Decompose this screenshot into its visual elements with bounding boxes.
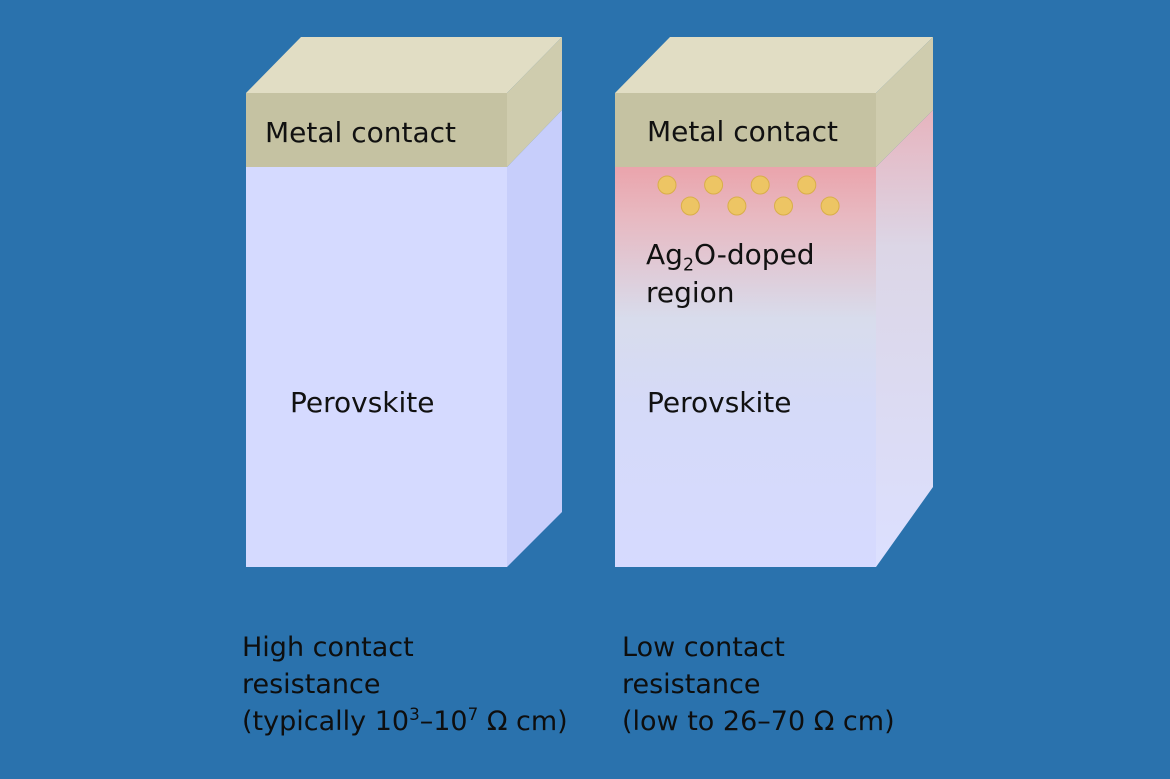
dopant-particle [680,196,700,216]
doped-label-o-doped: O-doped [693,238,815,271]
left-caption: High contact resistance (typically 103–1… [242,629,568,740]
doped-label-ag: Ag [646,238,683,271]
right-perovskite-label: Perovskite [647,386,792,419]
right-contact-top [615,37,933,93]
right-caption-line3: (low to 26–70 Ω cm) [622,706,895,737]
left-contact-label: Metal contact [265,116,456,149]
doped-label-subscript: 2 [682,255,694,276]
dopant-particle [750,175,770,195]
right-contact-front [615,93,876,167]
dopant-particle [820,196,840,216]
left-contact-front [246,93,507,167]
left-contact-top [246,37,562,93]
doped-label-region: region [646,276,735,309]
right-perovskite-side [876,110,933,567]
left-perovskite-label: Perovskite [290,386,435,419]
left-contact-side [507,37,562,167]
right-caption-line2: resistance [622,669,761,700]
right-contact-label: Metal contact [647,115,838,148]
dopant-particles [657,175,840,216]
right-contact-side [876,37,933,167]
left-perovskite-side [507,110,562,567]
dopant-particle [704,175,724,195]
dopant-particle [797,175,817,195]
doped-region-label: Ag2O-doped region [646,236,815,312]
left-caption-line1: High contact [242,632,414,663]
right-caption-line1: Low contact [622,632,785,663]
right-caption: Low contact resistance (low to 26–70 Ω c… [622,629,895,740]
left-caption-line2: resistance [242,669,381,700]
dopant-particle [727,196,747,216]
right-block [615,37,933,567]
dopant-particle [774,196,793,216]
dopant-particle [657,175,677,195]
left-perovskite-front [246,167,507,567]
left-caption-line3: (typically 103–107 Ω cm) [242,704,568,737]
right-perovskite-front [615,167,876,567]
left-block [246,37,562,567]
